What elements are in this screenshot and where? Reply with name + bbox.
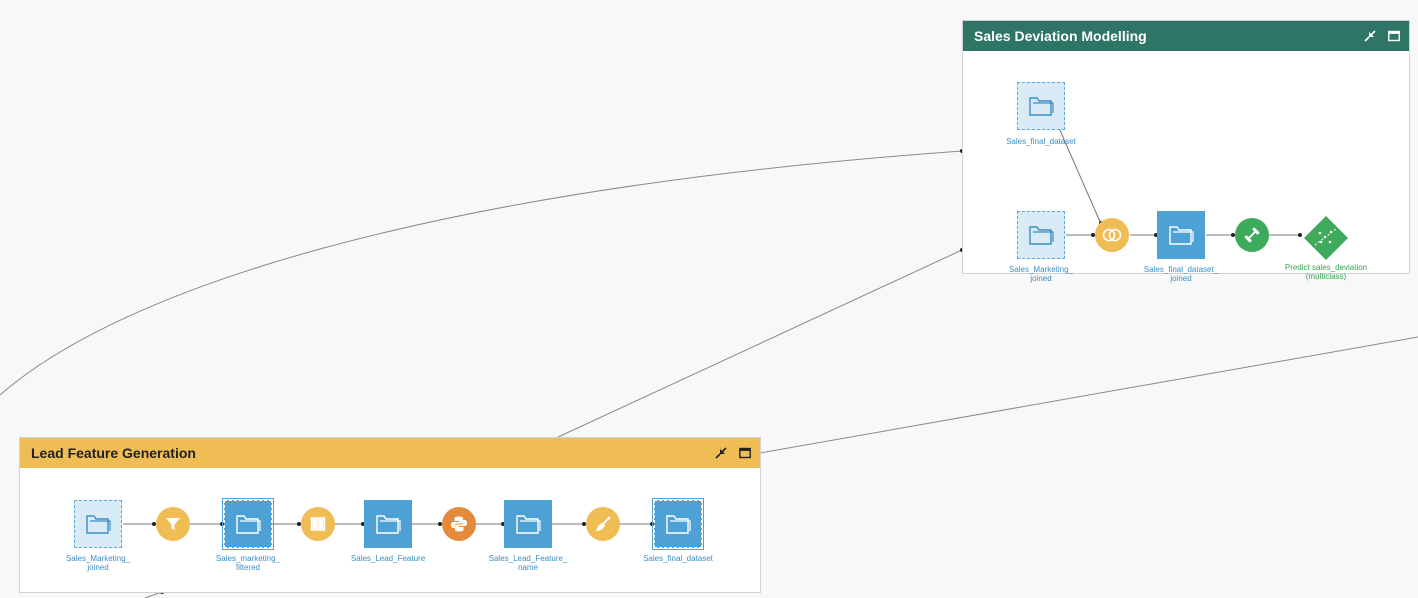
dataset-label: Sales_marketing_ filtered [215, 554, 281, 572]
model-label: Predict sales_deviation (multiclass) [1284, 263, 1368, 281]
zone-body: Sales_final_dataset Sales_Marketing_ joi… [963, 51, 1409, 283]
dataset-sales-lead-feature-name[interactable] [504, 500, 552, 548]
prepare-recipe[interactable] [586, 507, 620, 541]
model-predict-sales-deviation[interactable] [1303, 215, 1349, 261]
edge-bottom-out [144, 591, 163, 598]
dataset-label: Sales_Marketing_ joined [65, 554, 131, 572]
dataset-sales-marketing-joined[interactable] [74, 500, 122, 548]
split-icon [310, 517, 326, 531]
folder-icon [236, 515, 261, 534]
train-recipe[interactable] [1235, 218, 1269, 252]
folder-icon [666, 515, 691, 534]
collapse-icon[interactable] [714, 446, 728, 460]
edge-lead-to-top [0, 150, 963, 396]
join-recipe[interactable] [1095, 218, 1129, 252]
join-icon [1102, 228, 1122, 242]
zone-header: Lead Feature Generation [20, 438, 760, 468]
edge-lead-to-modelling [555, 249, 963, 439]
collapse-icon[interactable] [1363, 29, 1377, 43]
dataset-label: Sales_final_dataset [1006, 137, 1076, 146]
model-diamond-icon [1304, 216, 1348, 260]
dataset-sales-final-dataset[interactable] [1017, 82, 1065, 130]
folder-icon [516, 515, 541, 534]
zone-lead-feature-generation: Lead Feature Generation [19, 437, 761, 593]
maximize-icon[interactable] [1387, 29, 1401, 43]
folder-icon [1029, 226, 1054, 245]
dataset-sales-marketing-joined[interactable] [1017, 211, 1065, 259]
zone-header: Sales Deviation Modelling [963, 21, 1409, 51]
dataset-label: Sales_final_dataset [643, 554, 713, 563]
dataset-sales-final-dataset-joined[interactable] [1157, 211, 1205, 259]
zone-title: Sales Deviation Modelling [974, 28, 1147, 44]
dataset-sales-marketing-filtered[interactable] [222, 498, 274, 550]
maximize-icon[interactable] [738, 446, 752, 460]
zone-title: Lead Feature Generation [31, 445, 196, 461]
python-icon [451, 516, 467, 532]
zone-body: Sales_Marketing_ joined Sales_marketing_… [20, 468, 760, 592]
dataset-sales-final-dataset[interactable] [652, 498, 704, 550]
zone-edges [1058, 127, 1302, 237]
folder-icon [1029, 97, 1054, 116]
filter-recipe[interactable] [156, 507, 190, 541]
edge-lead-to-right [759, 336, 1418, 454]
dataset-label: Sales_Lead_Feature_ name [488, 554, 568, 572]
dataset-label: Sales_Marketing_ joined [1008, 265, 1074, 283]
train-icon [1244, 227, 1260, 243]
brush-icon [596, 516, 611, 531]
folder-icon [376, 515, 401, 534]
dataset-label: Sales_Lead_Feature [350, 554, 426, 563]
dataset-sales-lead-feature[interactable] [364, 500, 412, 548]
split-recipe[interactable] [301, 507, 335, 541]
dataset-label: Sales_final_dataset_ joined [1143, 265, 1219, 283]
zone-sales-deviation-modelling: Sales Deviation Modelling [962, 20, 1410, 283]
python-recipe[interactable] [442, 507, 476, 541]
folder-icon [1169, 226, 1194, 245]
folder-icon [86, 515, 111, 534]
filter-icon [166, 518, 180, 530]
